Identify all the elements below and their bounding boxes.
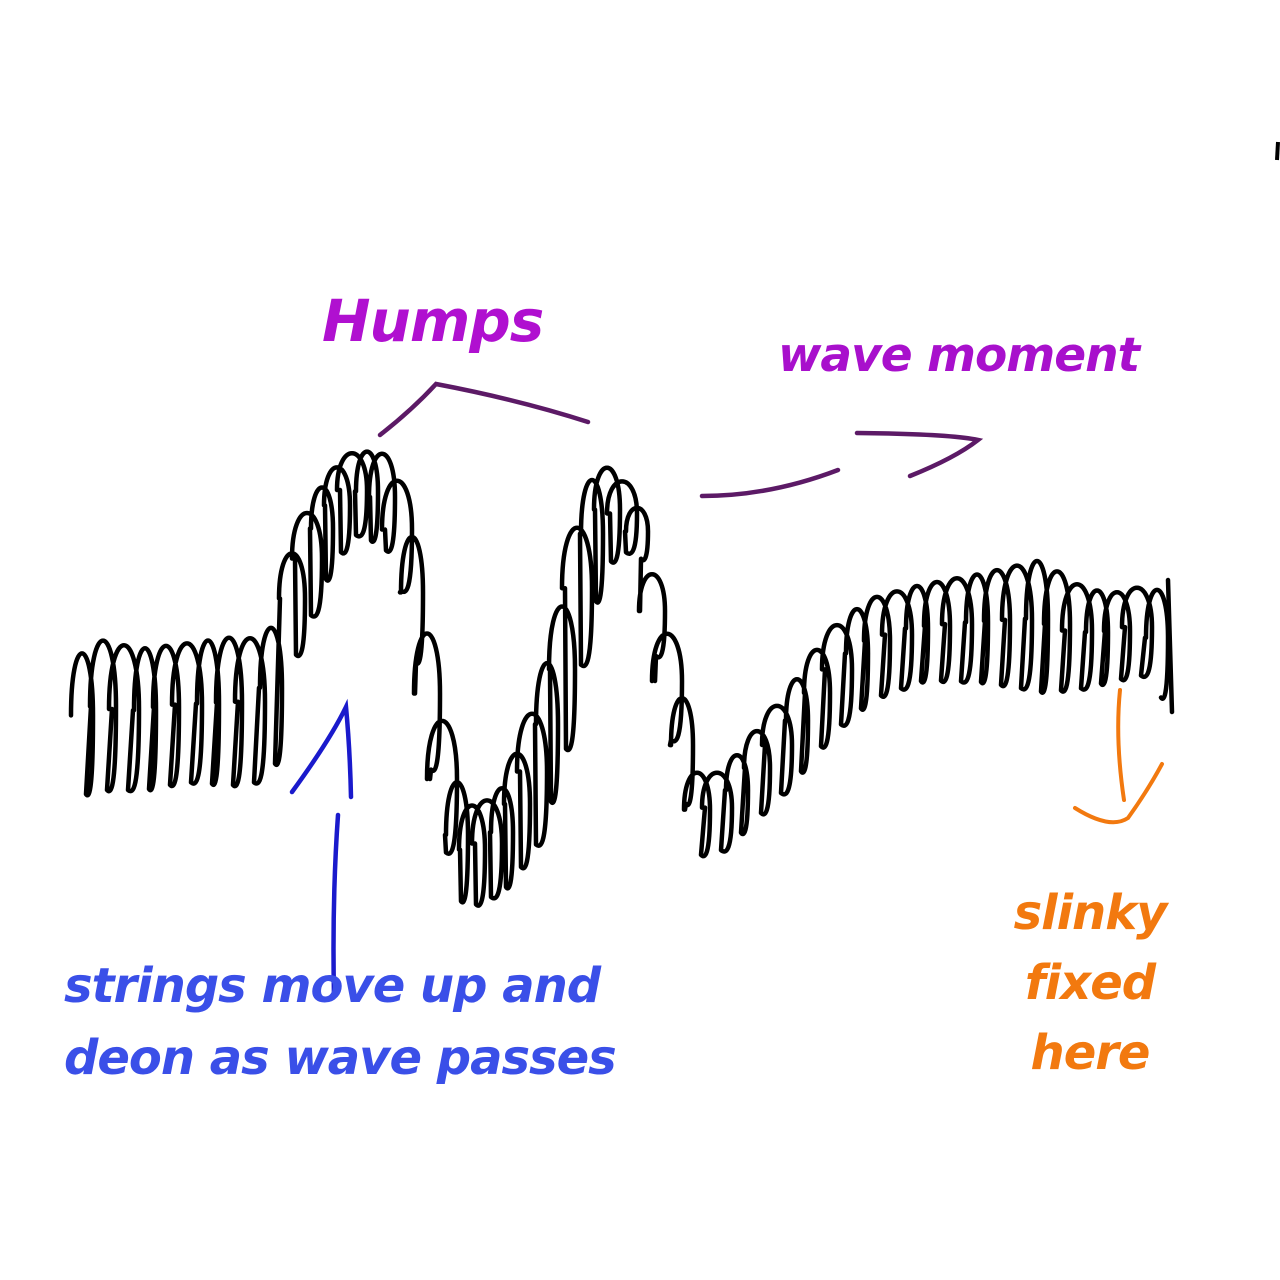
humps-label: Humps xyxy=(322,287,544,355)
fixed-end-arrow xyxy=(1073,688,1164,825)
strings-label-line-1: strings move up and xyxy=(64,958,601,1014)
corner-mark xyxy=(1275,141,1280,161)
wave-direction-arrow xyxy=(699,430,984,499)
humps-bracket xyxy=(377,381,591,438)
up-down-arrow xyxy=(289,698,354,999)
slinky-label-line-2: fixed xyxy=(1024,955,1156,1011)
slinky-coil-path xyxy=(68,449,1171,908)
slinky-label-line-1: slinky xyxy=(1013,885,1168,941)
slinky-fixed-end xyxy=(1165,577,1175,715)
strings-label-line-2: deon as wave passes xyxy=(64,1030,617,1086)
strings-motion-label: strings move up and deon as wave passes xyxy=(64,950,617,1094)
slinky-label-line-3: here xyxy=(1030,1025,1151,1081)
slinky-fixed-label: slinky fixed here xyxy=(1000,878,1180,1088)
slinky-coils xyxy=(68,449,1175,908)
wave-moment-label: wave moment xyxy=(778,328,1140,383)
